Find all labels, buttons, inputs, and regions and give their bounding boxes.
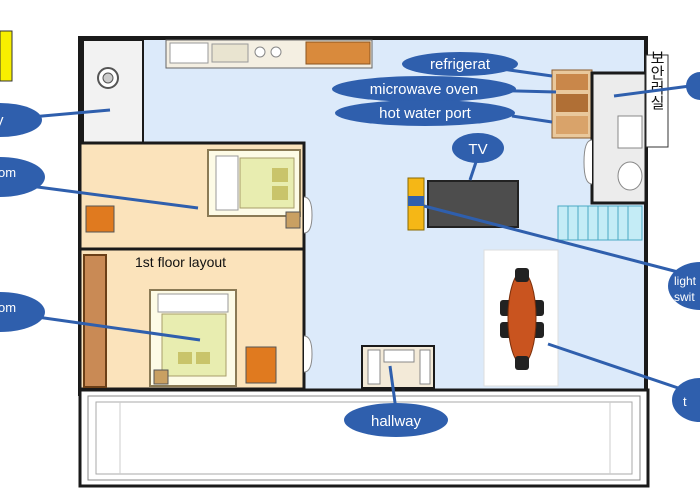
callout-room-lower-text: om (0, 300, 16, 315)
callout-korean-room (686, 72, 700, 100)
callout-hot-water (335, 100, 515, 126)
callout-table-text: t (683, 394, 687, 409)
korean-room-pointer (613, 84, 691, 98)
appliance-stack (551, 69, 593, 139)
sink-icon (617, 115, 643, 149)
callout-microwave-text: microwave oven (370, 81, 478, 98)
legend-swatch (0, 30, 13, 82)
callout-light-switch-text-1: light (674, 274, 697, 288)
callout-room-upper-text: om (0, 165, 16, 180)
dining-table (483, 249, 559, 387)
callout-refrigerator (402, 52, 518, 76)
callout-hallway-text: hallway (371, 413, 422, 430)
table-pointer (547, 342, 691, 394)
callout-hot-water-text: hot water port (379, 105, 472, 122)
callout-microwave (332, 76, 516, 102)
laundry-closet (82, 39, 144, 144)
lower-nightstand (153, 369, 169, 385)
callout-room-lower (0, 292, 45, 332)
hallway-pointer (388, 365, 398, 411)
entry-closet (361, 345, 435, 389)
upper-bed (207, 149, 301, 217)
callout-hallway (344, 403, 448, 437)
korean-room-label: 보안러실 (648, 50, 666, 110)
stairs (557, 205, 643, 241)
upper-armchair (85, 205, 115, 233)
wardrobe (83, 254, 107, 388)
toilet-icon (617, 161, 643, 191)
callout-bathroom-left (0, 103, 42, 137)
callout-bathroom-left-text: y (0, 112, 4, 129)
callout-tv-text: TV (468, 141, 487, 158)
upper-door (303, 196, 313, 234)
callout-light-switch (668, 262, 700, 310)
light-switch-pointer (423, 204, 679, 274)
korean-label-box (645, 54, 669, 148)
callout-room-upper (0, 157, 45, 197)
lower-room-pointer (29, 314, 201, 342)
callout-table (672, 378, 700, 422)
lower-armchair (245, 346, 277, 384)
kitchen-counter (165, 39, 373, 69)
upper-room-pointer (29, 184, 199, 210)
upper-nightstand (285, 211, 301, 229)
lower-door (303, 335, 313, 373)
callout-light-switch-text-2: swit (674, 290, 695, 304)
floor-title: 1st floor layout (135, 254, 226, 270)
callout-tv (452, 133, 504, 163)
callout-refrigerator-text: refrigerat (430, 56, 491, 73)
bathroom-door (583, 139, 593, 185)
balcony (78, 388, 650, 488)
hot-water-pointer (511, 114, 553, 124)
